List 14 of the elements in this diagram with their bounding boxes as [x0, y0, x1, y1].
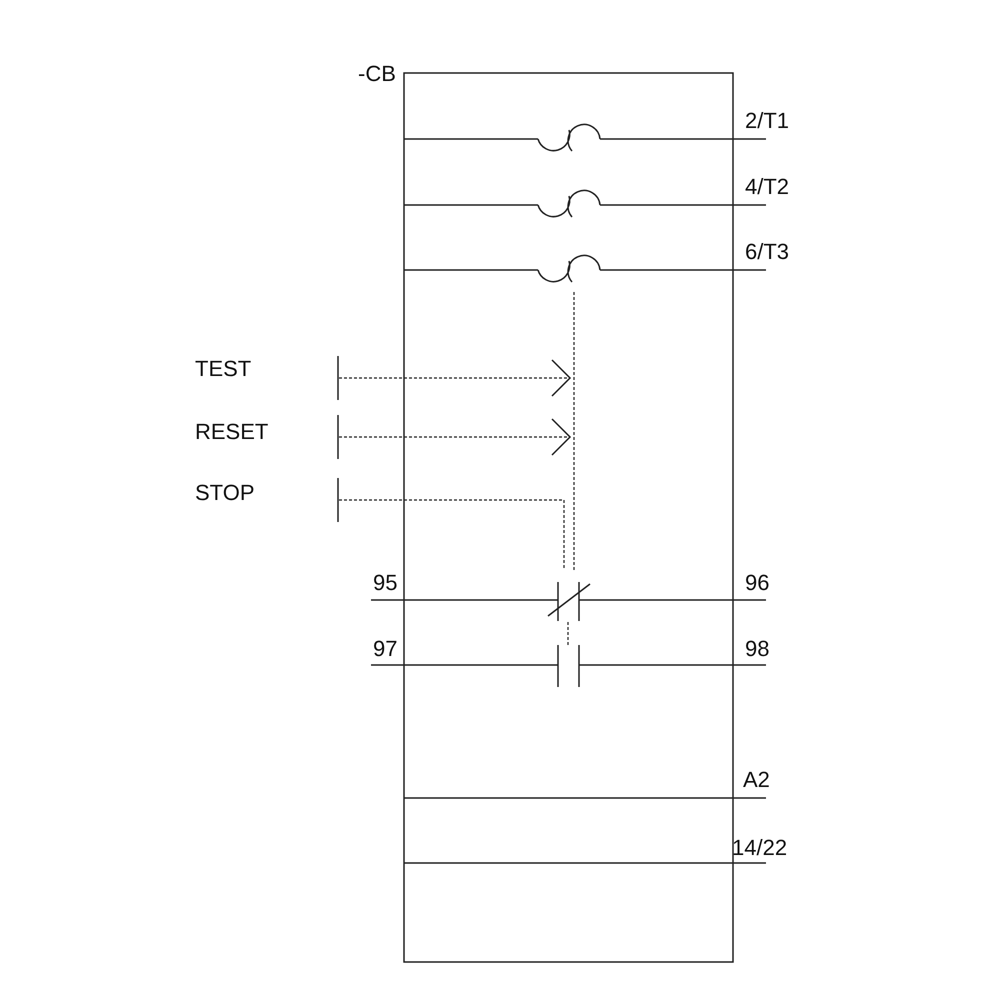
- terminal-label: 98: [745, 637, 770, 661]
- terminal-label: 2/T1: [745, 109, 790, 133]
- terminal-label: 96: [745, 571, 770, 595]
- button-label: RESET: [195, 420, 268, 444]
- terminal-label: 6/T3: [745, 240, 790, 264]
- button-label: STOP: [195, 481, 255, 505]
- terminal-label: 95: [373, 571, 398, 595]
- terminal-label: A2: [743, 768, 770, 792]
- device-tag: -CB: [358, 62, 396, 86]
- terminal-label: 4/T2: [745, 175, 790, 199]
- terminal-label: 14/22: [732, 836, 788, 860]
- device-enclosure: [403, 72, 734, 963]
- button-label: TEST: [195, 357, 252, 381]
- terminal-label: 97: [373, 637, 398, 661]
